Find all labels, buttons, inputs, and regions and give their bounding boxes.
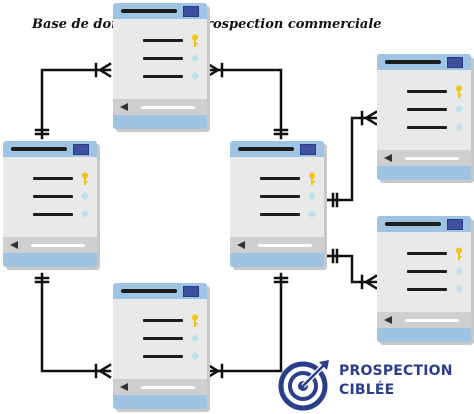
window-button[interactable] [183,6,199,17]
scrollbar[interactable] [377,312,471,328]
foreign-key-icon [80,209,90,219]
field-line [407,270,447,273]
brand-logo: PROSPECTION CIBLÉE [277,358,473,412]
link-center-righttop [325,116,378,202]
scrollbar[interactable] [230,237,324,253]
field-line [407,252,447,255]
field-line [407,108,447,111]
field-line [33,213,73,216]
table-card-center [230,141,327,270]
foreign-key-icon [454,284,464,294]
field-line [407,90,447,93]
table-card-bottom [113,283,210,412]
primary-key-icon [192,34,198,47]
field-line [260,195,300,198]
table-card-right-bottom [377,216,474,345]
scrollbar[interactable] [3,237,97,253]
table-header [3,141,97,157]
foreign-key-icon [190,333,200,343]
field-line [143,39,183,42]
primary-key-icon [192,314,198,327]
window-button[interactable] [300,144,316,155]
window-button[interactable] [447,57,463,68]
field-line [407,288,447,291]
field-line [407,126,447,129]
foreign-key-icon [190,71,200,81]
field-line [143,337,183,340]
primary-key-icon [82,172,88,185]
logo-text-line1: PROSPECTION [339,363,453,379]
link-center-bottom [206,272,283,373]
scroll-left-arrow-icon[interactable] [120,103,128,111]
primary-key-icon [456,85,462,98]
scrollbar[interactable] [113,379,207,395]
window-button[interactable] [447,219,463,230]
table-header [377,54,471,70]
scrollbar[interactable] [377,150,471,166]
link-left-top [40,68,112,140]
foreign-key-icon [80,191,90,201]
scrollbar[interactable] [113,99,207,115]
field-line [143,75,183,78]
scroll-left-arrow-icon[interactable] [120,383,128,391]
scroll-left-arrow-icon[interactable] [384,316,392,324]
window-button[interactable] [73,144,89,155]
field-line [143,57,183,60]
foreign-key-icon [454,266,464,276]
foreign-key-icon [307,191,317,201]
table-card-right-top [377,54,474,183]
foreign-key-icon [307,209,317,219]
table-header [113,283,207,299]
foreign-key-icon [454,104,464,114]
link-center-rightbottom [325,254,378,284]
foreign-key-icon [190,53,200,63]
field-line [260,213,300,216]
logo-text-line2: CIBLÉE [339,382,395,398]
foreign-key-icon [454,122,464,132]
foreign-key-icon [190,351,200,361]
field-line [33,195,73,198]
table-header [113,3,207,19]
scroll-left-arrow-icon[interactable] [384,154,392,162]
table-card-top [113,3,210,132]
scroll-left-arrow-icon[interactable] [237,241,245,249]
table-header [230,141,324,157]
primary-key-icon [456,247,462,260]
primary-key-icon [309,172,315,185]
scroll-left-arrow-icon[interactable] [10,241,18,249]
target-arrow-icon [278,360,329,411]
field-line [143,319,183,322]
table-header [377,216,471,232]
link-center-top [206,68,283,140]
table-card-left [3,141,100,270]
window-button[interactable] [183,286,199,297]
field-line [143,355,183,358]
field-line [33,177,73,180]
field-line [260,177,300,180]
link-left-bottom [40,272,112,373]
